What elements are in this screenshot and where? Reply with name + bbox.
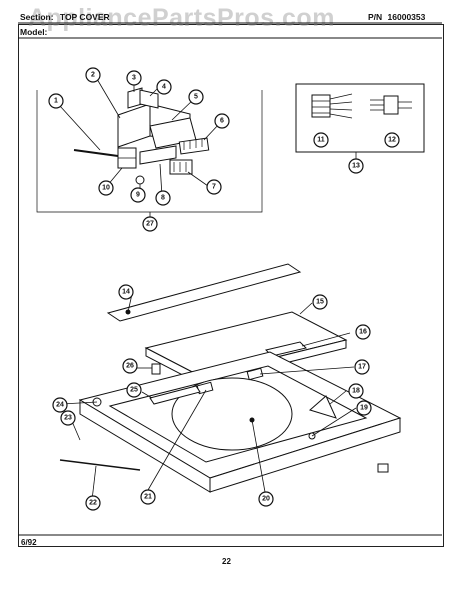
callout-21: 21 xyxy=(140,489,156,505)
model-label: Model: xyxy=(20,27,48,37)
callout-1: 1 xyxy=(48,93,64,109)
svg-text:14: 14 xyxy=(122,289,130,296)
callout-7: 7 xyxy=(206,179,222,195)
page-number: 22 xyxy=(222,557,231,566)
callout-25: 25 xyxy=(126,382,142,398)
part-number-header: P/N 16000353 xyxy=(368,12,425,22)
plate-8 xyxy=(139,145,177,165)
svg-text:26: 26 xyxy=(126,363,134,370)
svg-text:20: 20 xyxy=(262,496,270,503)
section-label: Section: xyxy=(20,12,54,22)
section-header: Section: TOP COVER xyxy=(20,12,110,22)
callout-12: 12 xyxy=(384,132,400,148)
svg-text:7: 7 xyxy=(212,184,216,191)
callout-4: 4 xyxy=(156,79,172,95)
svg-text:25: 25 xyxy=(130,387,138,394)
terminal-block-6 xyxy=(178,137,210,155)
callout-9: 9 xyxy=(130,187,146,203)
svg-text:17: 17 xyxy=(358,364,366,371)
svg-text:24: 24 xyxy=(56,402,64,409)
svg-text:12: 12 xyxy=(388,137,396,144)
svg-text:2: 2 xyxy=(91,72,95,79)
callout-8: 8 xyxy=(155,190,171,206)
svg-text:19: 19 xyxy=(360,405,368,412)
svg-text:16: 16 xyxy=(359,329,367,336)
mounting-screw xyxy=(377,463,389,473)
svg-text:6: 6 xyxy=(220,118,224,125)
callout-20: 20 xyxy=(258,491,274,507)
svg-text:4: 4 xyxy=(162,84,166,91)
svg-text:10: 10 xyxy=(102,185,110,192)
callout-18: 18 xyxy=(348,383,364,399)
hinge-strip-14 xyxy=(106,263,302,322)
tub-opening xyxy=(171,377,293,451)
callout-23: 23 xyxy=(60,410,76,426)
connector-7 xyxy=(169,159,193,175)
controls-group-bracket xyxy=(36,90,263,213)
callout-6: 6 xyxy=(214,113,230,129)
callout-13: 13 xyxy=(348,158,364,174)
callout-19: 19 xyxy=(356,400,372,416)
hinge-17 xyxy=(246,367,264,381)
callout-3: 3 xyxy=(126,70,142,86)
callout-11: 11 xyxy=(313,132,329,148)
revision-date: 6/92 xyxy=(21,538,37,547)
section-value: TOP COVER xyxy=(59,12,110,22)
callout-22: 22 xyxy=(85,495,101,511)
latch-18 xyxy=(308,395,337,419)
pn-label: P/N xyxy=(368,12,383,22)
svg-text:9: 9 xyxy=(136,192,140,199)
svg-text:18: 18 xyxy=(352,388,360,395)
watermark: AppliancePartsPros.com xyxy=(28,4,335,32)
pn-value: 16000353 xyxy=(387,12,426,22)
connector-11 xyxy=(311,93,353,119)
callout-14: 14 xyxy=(118,284,134,300)
model-header: Model: xyxy=(20,27,47,37)
svg-text:22: 22 xyxy=(89,500,97,507)
callout-16: 16 xyxy=(355,324,371,340)
switch-10 xyxy=(117,147,137,169)
svg-text:5: 5 xyxy=(194,94,198,101)
svg-text:21: 21 xyxy=(144,494,152,501)
svg-text:23: 23 xyxy=(64,415,72,422)
callout-10: 10 xyxy=(98,180,114,196)
callout-17: 17 xyxy=(354,359,370,375)
svg-text:8: 8 xyxy=(161,195,165,202)
callout-5: 5 xyxy=(188,89,204,105)
svg-text:3: 3 xyxy=(132,75,136,82)
callout-26: 26 xyxy=(122,358,138,374)
clip-9 xyxy=(135,175,145,185)
callout-2: 2 xyxy=(85,67,101,83)
svg-text:11: 11 xyxy=(317,137,325,144)
rod-22 xyxy=(59,459,141,471)
top-cover-frame xyxy=(78,351,402,493)
svg-text:1: 1 xyxy=(54,98,58,105)
connector-12 xyxy=(370,95,412,115)
svg-text:13: 13 xyxy=(352,163,360,170)
callout-15: 15 xyxy=(312,294,328,310)
svg-text:27: 27 xyxy=(146,221,154,228)
leader-lines xyxy=(59,78,357,501)
actuator-25 xyxy=(149,385,201,405)
callout-24: 24 xyxy=(52,397,68,413)
callout-27: 27 xyxy=(142,216,158,232)
rod-1 xyxy=(73,149,119,157)
bumper-26 xyxy=(151,363,161,375)
diagram-frame xyxy=(18,24,444,547)
svg-text:15: 15 xyxy=(316,299,324,306)
